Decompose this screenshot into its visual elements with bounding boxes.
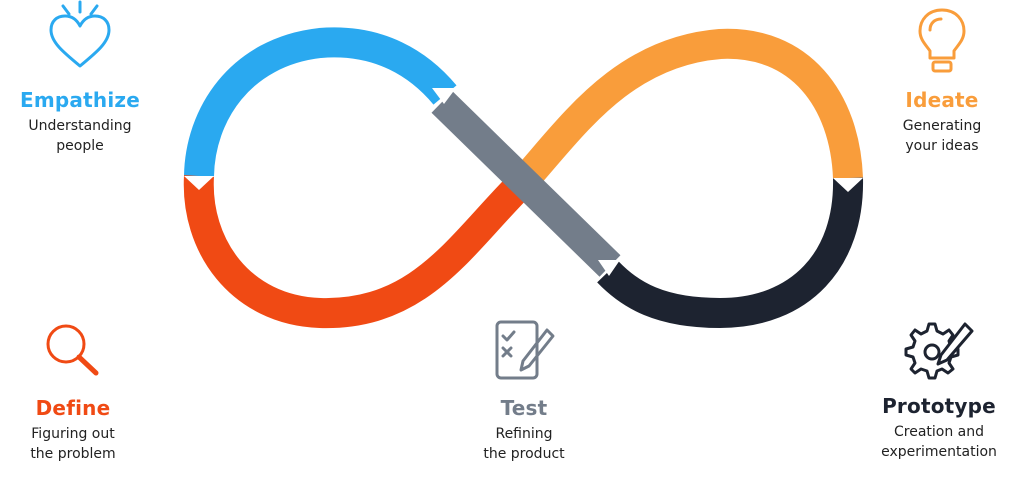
stage-define: Define Figuring out the problem: [0, 318, 146, 464]
stage-description: Creation and experimentation: [881, 424, 997, 460]
stage-description: Understanding people: [28, 118, 132, 154]
stage-ideate: Ideate Generating your ideas: [870, 6, 1014, 156]
stage-description: Generating your ideas: [902, 118, 982, 154]
define-arc: [183, 174, 531, 329]
stage-description: Figuring out the problem: [30, 426, 116, 462]
stage-title: Test: [500, 396, 548, 420]
prototype-arc: [597, 177, 864, 329]
magnifier-icon: [46, 324, 99, 376]
stage-prototype: Prototype Creation and experimentation: [862, 318, 1016, 462]
stage-description: Refining the product: [483, 426, 565, 462]
ideate-arc: [508, 28, 863, 196]
ideate-arrow-notch: [833, 178, 863, 192]
heart-icon: [49, 0, 111, 68]
test-top-arrow-notch: [432, 88, 456, 104]
test-bottom-arrow-notch: [598, 260, 620, 276]
stage-empathize: Empathize Understanding people: [0, 0, 160, 156]
stage-title: Define: [35, 396, 111, 420]
empathize-arc: [184, 27, 457, 177]
checklist-icon: [495, 320, 555, 380]
stage-test: Test Refining the product: [454, 318, 594, 464]
empathize-arrow-notch: [184, 176, 214, 190]
stage-title: Prototype: [882, 394, 996, 418]
stage-title: Empathize: [20, 88, 140, 112]
stage-title: Ideate: [905, 88, 979, 112]
lightbulb-icon: [918, 8, 966, 73]
test-diagonal: [431, 91, 621, 277]
gear-pencil-icon: [904, 322, 974, 380]
